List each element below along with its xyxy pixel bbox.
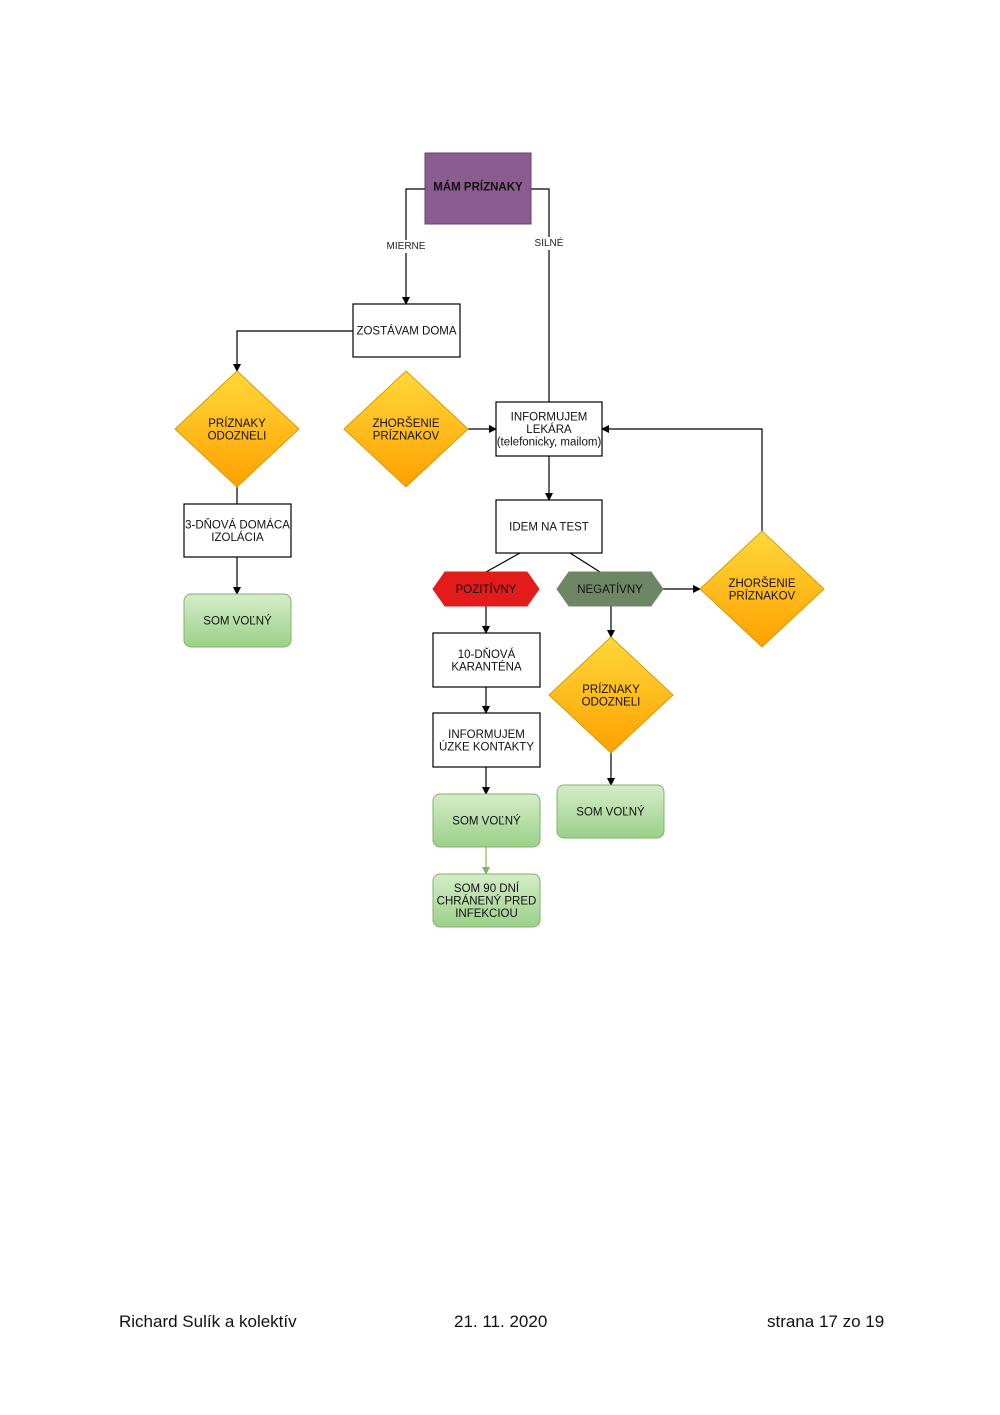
node-home-isolation xyxy=(183,503,292,558)
node-free-neg-label: SOM VOĽNÝ xyxy=(576,806,645,819)
connector-test-to-negative xyxy=(569,552,601,573)
footer-date: 21. 11. 2020 xyxy=(454,1312,548,1331)
node-quarantine xyxy=(432,632,541,688)
connector-start-to-stay-home xyxy=(402,188,425,305)
node-start-label: MÁM PRÍZNAKY xyxy=(433,181,523,194)
flowchart-connectors xyxy=(233,188,763,875)
node-inform-doctor xyxy=(495,401,603,457)
node-stay-home-label: ZOSTÁVAM DOMA xyxy=(356,325,456,338)
node-negative-label: NEGATÍVNY xyxy=(577,583,643,596)
node-inform-contacts xyxy=(432,712,541,768)
node-positive xyxy=(432,571,540,607)
node-free-left-label: SOM VOĽNÝ xyxy=(203,615,272,628)
edge-label-severe: SILNÉ xyxy=(535,236,564,249)
flowchart-edge-labels: MIERNE SILNÉ xyxy=(385,236,570,253)
connector-start-to-inform-doctor xyxy=(531,188,550,402)
node-positive-label: POZITÍVNY xyxy=(456,583,517,596)
node-protected xyxy=(432,873,541,928)
connector-worsening-right-to-inform-doctor xyxy=(601,425,763,531)
node-test xyxy=(495,499,603,554)
footer-author: Richard Sulík a kolektív xyxy=(119,1312,297,1331)
node-test-label: IDEM NA TEST xyxy=(509,522,589,534)
footer-page-number: strana 17 zo 19 xyxy=(767,1312,885,1331)
node-free-left xyxy=(183,593,292,648)
node-worsening-mid xyxy=(343,370,469,488)
edge-label-mild: MIERNE xyxy=(387,241,426,252)
node-free-pos xyxy=(432,793,541,848)
connector-test-to-positive xyxy=(485,552,521,573)
node-worsening-right xyxy=(699,530,825,648)
node-start xyxy=(424,152,532,225)
node-neg-subsided xyxy=(548,636,674,754)
connector-stay-home-to-left-subsided xyxy=(233,330,353,372)
node-negative xyxy=(556,571,664,607)
node-left-subsided xyxy=(174,370,300,488)
node-stay-home xyxy=(352,303,461,358)
node-free-neg xyxy=(556,784,665,839)
node-free-pos-label: SOM VOĽNÝ xyxy=(452,815,521,828)
